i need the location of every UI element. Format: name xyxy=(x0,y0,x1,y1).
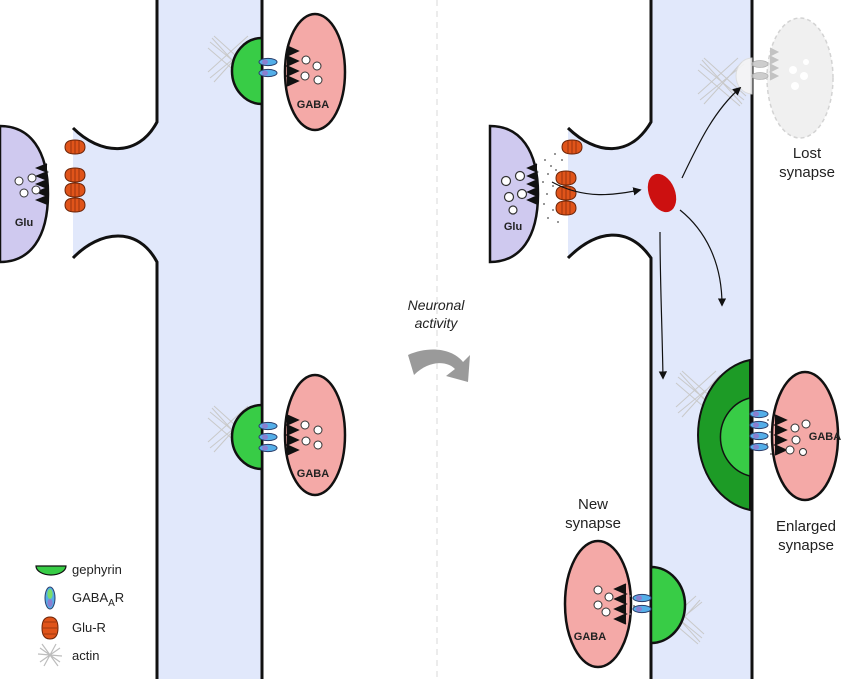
glu-receptor xyxy=(64,139,86,155)
glu-receptor xyxy=(64,182,86,198)
legend-actin-label: actin xyxy=(72,648,99,663)
gaba-terminal xyxy=(283,12,347,132)
gabaa-receptor xyxy=(632,593,652,603)
legend-glur-label: Glu-R xyxy=(72,620,106,635)
glu-receptor xyxy=(64,197,86,213)
enlarged-synapse-label-line2: synapse xyxy=(778,537,834,554)
new-synapse-label-line1: New xyxy=(578,496,608,513)
gephyrin-cluster xyxy=(719,397,751,477)
legend-gabaar-label: GABAAR xyxy=(72,590,124,609)
gabaa-receptor xyxy=(258,57,278,67)
gaba-label: GABA xyxy=(297,468,329,480)
glu-label: Glu xyxy=(504,221,522,233)
actin-legend-icon xyxy=(37,643,63,667)
gabaa-receptor xyxy=(258,68,278,78)
glur-legend-icon xyxy=(41,616,59,640)
left-panel: GABA GABA Glu xyxy=(0,0,347,679)
gabaar-legend-icon xyxy=(44,586,56,610)
glu-receptor xyxy=(64,167,86,183)
gephyrin-cluster xyxy=(230,403,264,471)
gabaa-receptor xyxy=(258,432,278,442)
lost-synapse-label-line2: synapse xyxy=(779,164,835,181)
gaba-terminal xyxy=(283,373,347,497)
right-dendrite xyxy=(568,0,752,679)
signal-arrow xyxy=(551,181,642,196)
gabaa-receptor xyxy=(632,604,652,614)
glu-receptor xyxy=(561,139,583,155)
transition-label-line2: activity xyxy=(415,315,459,331)
gabaa-receptor xyxy=(749,420,769,430)
gaba-label: GABA xyxy=(297,99,329,111)
signal-arrow xyxy=(658,231,668,380)
glu-terminal xyxy=(488,124,540,264)
right-panel: Lost synapse Glu xyxy=(488,0,841,679)
gabaa-receptor xyxy=(258,421,278,431)
left-dendrite xyxy=(73,0,262,679)
transition-label-line1: Neuronal xyxy=(408,297,466,313)
transition: Neuronal activity xyxy=(408,297,470,382)
transition-arrow-icon xyxy=(408,349,470,382)
gabaa-receptor xyxy=(258,443,278,453)
new-synapse-label-line2: synapse xyxy=(565,515,621,532)
glu-label: Glu xyxy=(15,217,33,229)
calcium-signal xyxy=(647,173,677,213)
gaba-terminal xyxy=(770,370,840,502)
gaba-label: GABA xyxy=(809,431,841,443)
gephyrin-legend-icon xyxy=(35,565,67,576)
gabaa-receptor xyxy=(749,442,769,452)
signal-arrow xyxy=(679,209,727,307)
gabaa-receptor xyxy=(749,409,769,419)
gabaa-receptor xyxy=(749,431,769,441)
legend: gephyrin GABAAR Glu-R actin xyxy=(35,562,124,667)
gaba-label: GABA xyxy=(574,631,606,643)
signal-arrow xyxy=(681,86,742,179)
gephyrin-cluster xyxy=(230,36,264,106)
lost-synapse-label-line1: Lost xyxy=(793,145,822,162)
legend-gephyrin-label: gephyrin xyxy=(72,562,122,577)
glu-receptor xyxy=(555,200,577,216)
lost-synapse xyxy=(735,17,834,139)
enlarged-synapse-label-line1: Enlarged xyxy=(776,518,836,535)
glu-receptor xyxy=(555,170,577,186)
gephyrin-cluster xyxy=(649,565,687,645)
